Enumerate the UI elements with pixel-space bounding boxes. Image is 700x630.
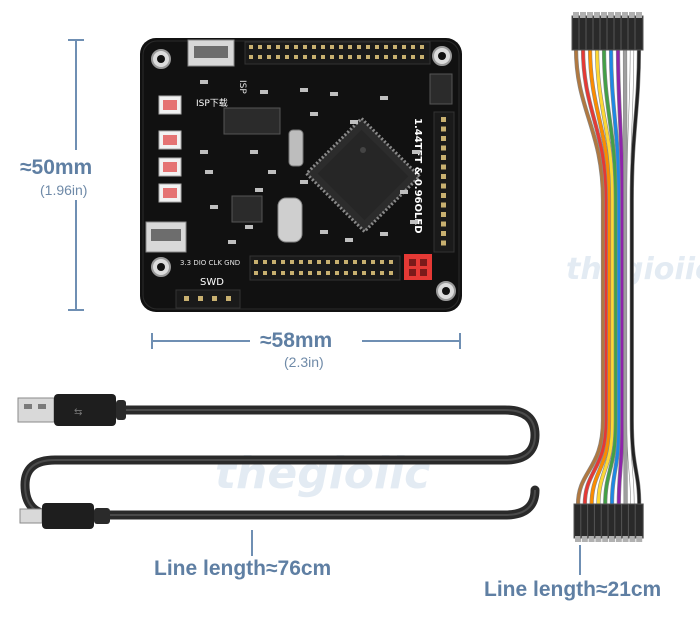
svg-text:3.3 DIO CLK GND: 3.3 DIO CLK GND <box>180 259 240 267</box>
stm32-board: ISP ISP下载 SWD 3.3 DIO CLK GND 1.44TFT & … <box>140 38 462 312</box>
passive-components <box>200 80 420 244</box>
jumper-connectors-bottom <box>573 503 644 542</box>
red-jumper-connector <box>404 254 432 280</box>
jumper-wires <box>571 12 644 542</box>
mini-usb-top <box>187 39 235 67</box>
mini-usb-plug <box>19 503 110 529</box>
usb-cable-length-label: Line length≈76cm <box>154 557 332 580</box>
tactile-buttons <box>158 95 182 203</box>
jumper-connectors-top <box>571 12 644 51</box>
width-mm-label: ≈58mm <box>260 329 333 352</box>
mini-usb-side <box>145 221 187 253</box>
small-ics <box>223 73 453 223</box>
width-in-label: (2.3in) <box>284 354 324 370</box>
svg-text:1.44TFT & 0.96OLED: 1.44TFT & 0.96OLED <box>412 118 423 234</box>
bottom-pin-header <box>249 255 401 281</box>
height-dimension-line <box>68 39 84 311</box>
swd-header <box>175 289 241 309</box>
svg-text:SWD: SWD <box>200 277 224 288</box>
jumper-length-label: Line length≈21cm <box>484 578 662 601</box>
height-in-label: (1.96in) <box>40 182 88 198</box>
height-mm-label: ≈50mm <box>20 156 93 179</box>
svg-text:ISP: ISP <box>237 80 247 94</box>
svg-text:ISP下载: ISP下载 <box>196 97 228 109</box>
top-pin-header <box>244 41 431 65</box>
usb-cable: ⇆ <box>17 394 540 529</box>
mounting-holes <box>151 46 456 301</box>
crystal-oscillators <box>277 129 304 243</box>
tft-header <box>433 111 455 253</box>
mcu-chip <box>304 116 422 234</box>
svg-text:⇆: ⇆ <box>74 407 82 418</box>
width-dimension-line <box>151 333 461 349</box>
usb-a-plug: ⇆ <box>17 394 126 426</box>
